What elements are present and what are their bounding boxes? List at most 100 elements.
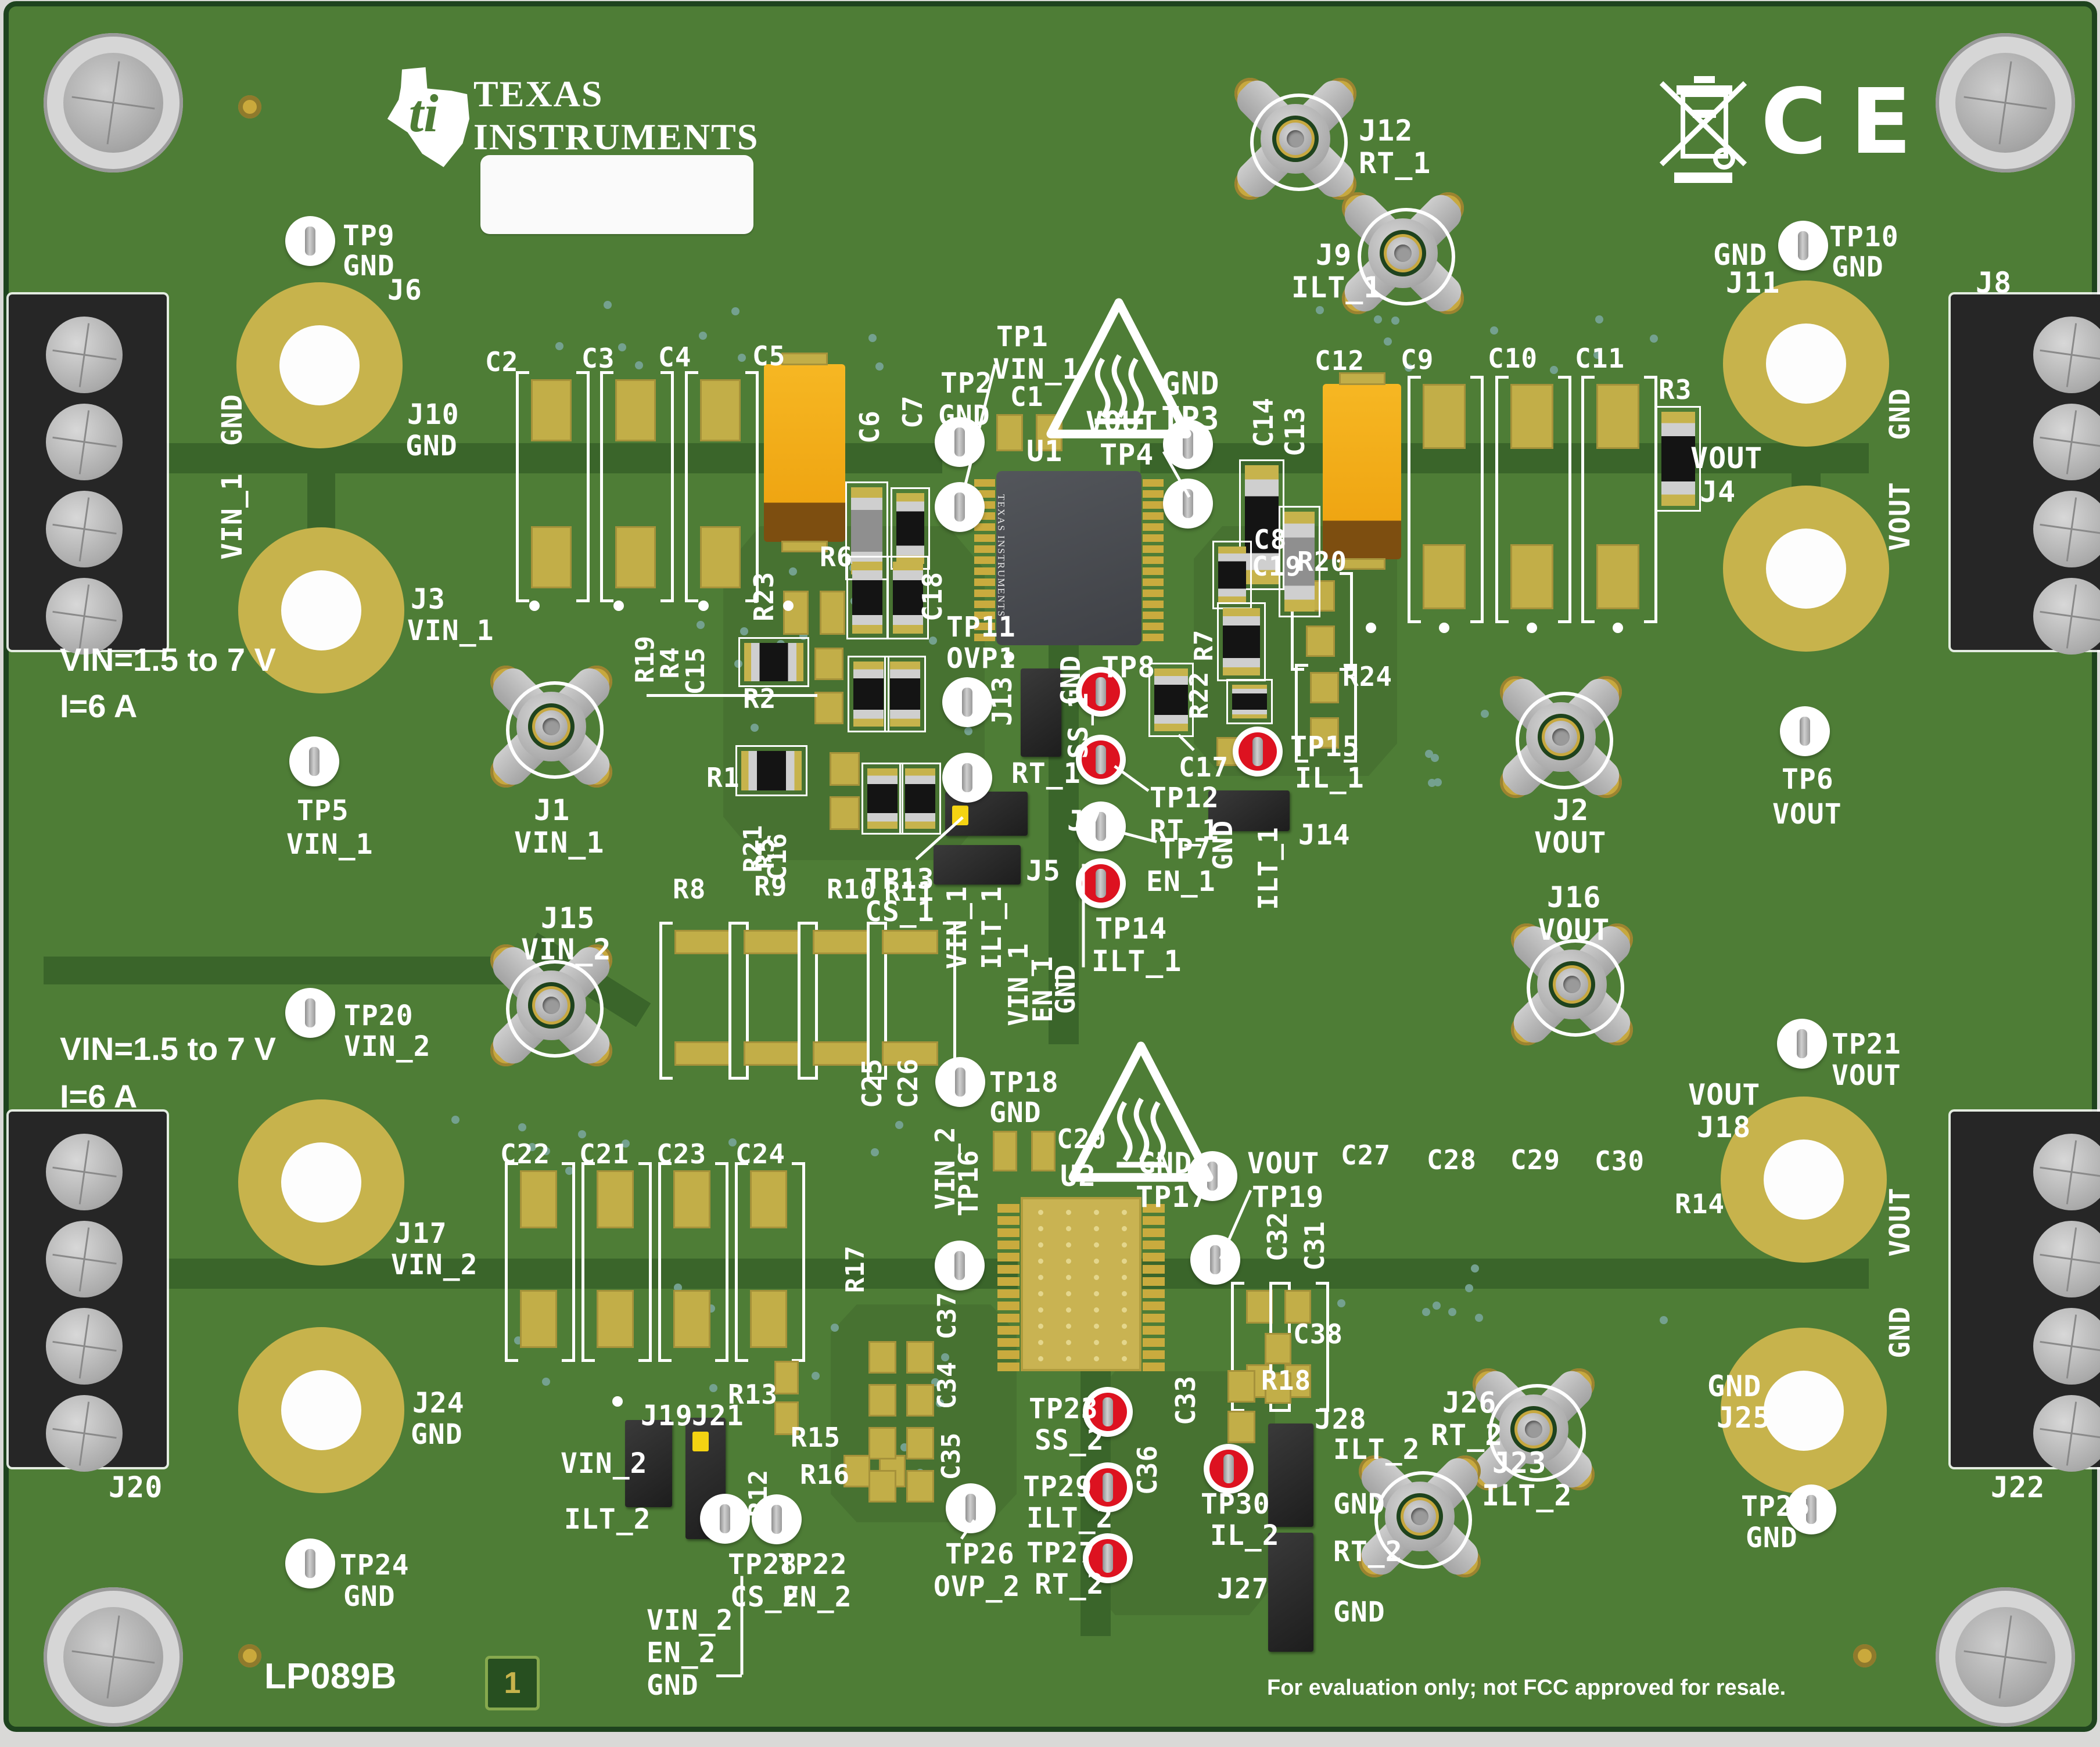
solder-pad (744, 930, 800, 954)
via-dot (789, 567, 798, 576)
kelvin-connector-outline (1250, 94, 1348, 191)
silk-label: ILT_1 (1291, 271, 1382, 304)
solder-pad (1227, 1370, 1255, 1403)
silk-label: J23 (1492, 1446, 1547, 1480)
footprint-pin (1143, 1277, 1165, 1286)
footprint-pin (1143, 1265, 1165, 1274)
footprint-outline (867, 922, 880, 1080)
silk-label: ILT_2 (1482, 1479, 1573, 1512)
silk-note: I=6 A (60, 688, 138, 724)
footprint-outline (1495, 376, 1509, 623)
via-dot (895, 1121, 903, 1130)
silk-label: R1 (706, 762, 740, 793)
test-point-slot (955, 1067, 965, 1097)
ic-pin (1143, 512, 1164, 520)
silk-label: VOUT (1247, 1146, 1320, 1180)
silk-label: C38 (1293, 1318, 1344, 1350)
footprint-outline (581, 1162, 595, 1362)
terminal-screw (2033, 317, 2100, 393)
svg-text:ti: ti (409, 84, 439, 143)
silk-label: GND (1883, 1306, 1916, 1358)
silk-label: GND (1713, 238, 1768, 272)
terminal-screw (46, 1221, 123, 1297)
silk-label: R20 (1297, 546, 1348, 577)
solder-pad (906, 1341, 934, 1374)
test-point-slot (1797, 1029, 1807, 1058)
footprint-pin (1143, 1314, 1165, 1322)
test-point-slot (962, 688, 972, 717)
footprint-outline (1316, 1282, 1329, 1412)
silk-label: R3 (1659, 374, 1692, 405)
via-dot (929, 636, 938, 645)
silk-label: R10 (827, 874, 877, 905)
silk-label: TP22 (778, 1548, 848, 1581)
solder-pad (774, 1361, 799, 1394)
silk-label: GND (411, 1418, 463, 1451)
silk-label: C18 (916, 571, 948, 622)
kelvin-connector-outline (1516, 692, 1613, 789)
thermal-via (1066, 1307, 1071, 1313)
jumper-header (1268, 1533, 1313, 1652)
kelvin-connector-hole (1552, 728, 1570, 746)
silk-label: GND (1138, 1146, 1193, 1180)
footprint-outline (715, 1162, 728, 1362)
silk-label: C27 (1341, 1139, 1391, 1171)
jumper-header (1021, 668, 1061, 757)
brand-text: INSTRUMENTS (473, 116, 759, 157)
terminal-screw (2033, 1221, 2100, 1297)
silk-label: J21 (692, 1400, 744, 1432)
footprint-pin (997, 1253, 1020, 1261)
test-point-slot (965, 1494, 976, 1523)
solder-pad (813, 930, 869, 954)
thermal-via (1122, 1291, 1127, 1296)
thermal-via (1122, 1324, 1127, 1329)
silk-label: U1 (1026, 434, 1063, 468)
silk-label: J11 (1726, 266, 1780, 300)
chip-component (735, 745, 807, 796)
silk-label: VIN_1 (940, 886, 972, 969)
solder-pad (750, 1290, 787, 1348)
silk-label: R24 (1342, 661, 1393, 692)
blank-label (480, 155, 753, 234)
solder-pad (1510, 544, 1553, 609)
ic-u1-marking: TEXAS INSTRUMENTS (996, 494, 1007, 618)
silk-dot (1613, 623, 1623, 633)
silk-dot (1004, 652, 1014, 662)
footprint-pin (1143, 1326, 1165, 1335)
solder-pad (531, 526, 572, 588)
test-point-slot (309, 747, 320, 776)
silk-label: J16 (1547, 880, 1602, 914)
via-dot (565, 1166, 574, 1175)
footprint-outline (1344, 664, 1357, 763)
silk-label: TP3 (1161, 400, 1220, 437)
silk-label: VOUT (1883, 1187, 1916, 1257)
ic-pin (1143, 490, 1164, 498)
footprint-pin (997, 1204, 1020, 1213)
mounting-screw-head (63, 1607, 163, 1707)
terminal-screw (2033, 1134, 2100, 1210)
via-dot (696, 621, 705, 630)
silk-label: VOUT (1883, 481, 1916, 551)
solder-pad (774, 1401, 799, 1435)
silk-label: ILT_1 (1092, 944, 1182, 978)
thermal-via (1066, 1275, 1071, 1280)
silk-label: R6 (820, 541, 853, 573)
footprint-outline (1231, 1282, 1244, 1412)
chip-component (1217, 602, 1266, 681)
silk-label: TP20 (344, 1000, 414, 1032)
via-dot (541, 1377, 550, 1386)
silk-label: EN_2 (782, 1581, 852, 1613)
via-dot (1660, 1315, 1668, 1324)
kelvin-connector-outline (1358, 208, 1455, 305)
via-dot (699, 331, 708, 340)
silk-label: GND (1049, 964, 1081, 1015)
test-point-slot (1096, 869, 1106, 898)
silk-label: C9 (1401, 344, 1434, 375)
solder-pad (843, 1455, 870, 1487)
silk-label: GND (405, 430, 458, 462)
silk-label: TP28 (728, 1548, 798, 1581)
silk-label: R12 (743, 1469, 773, 1518)
via-dot (555, 342, 564, 351)
via-dot (1471, 1264, 1480, 1273)
terminal-screw (46, 1308, 123, 1385)
